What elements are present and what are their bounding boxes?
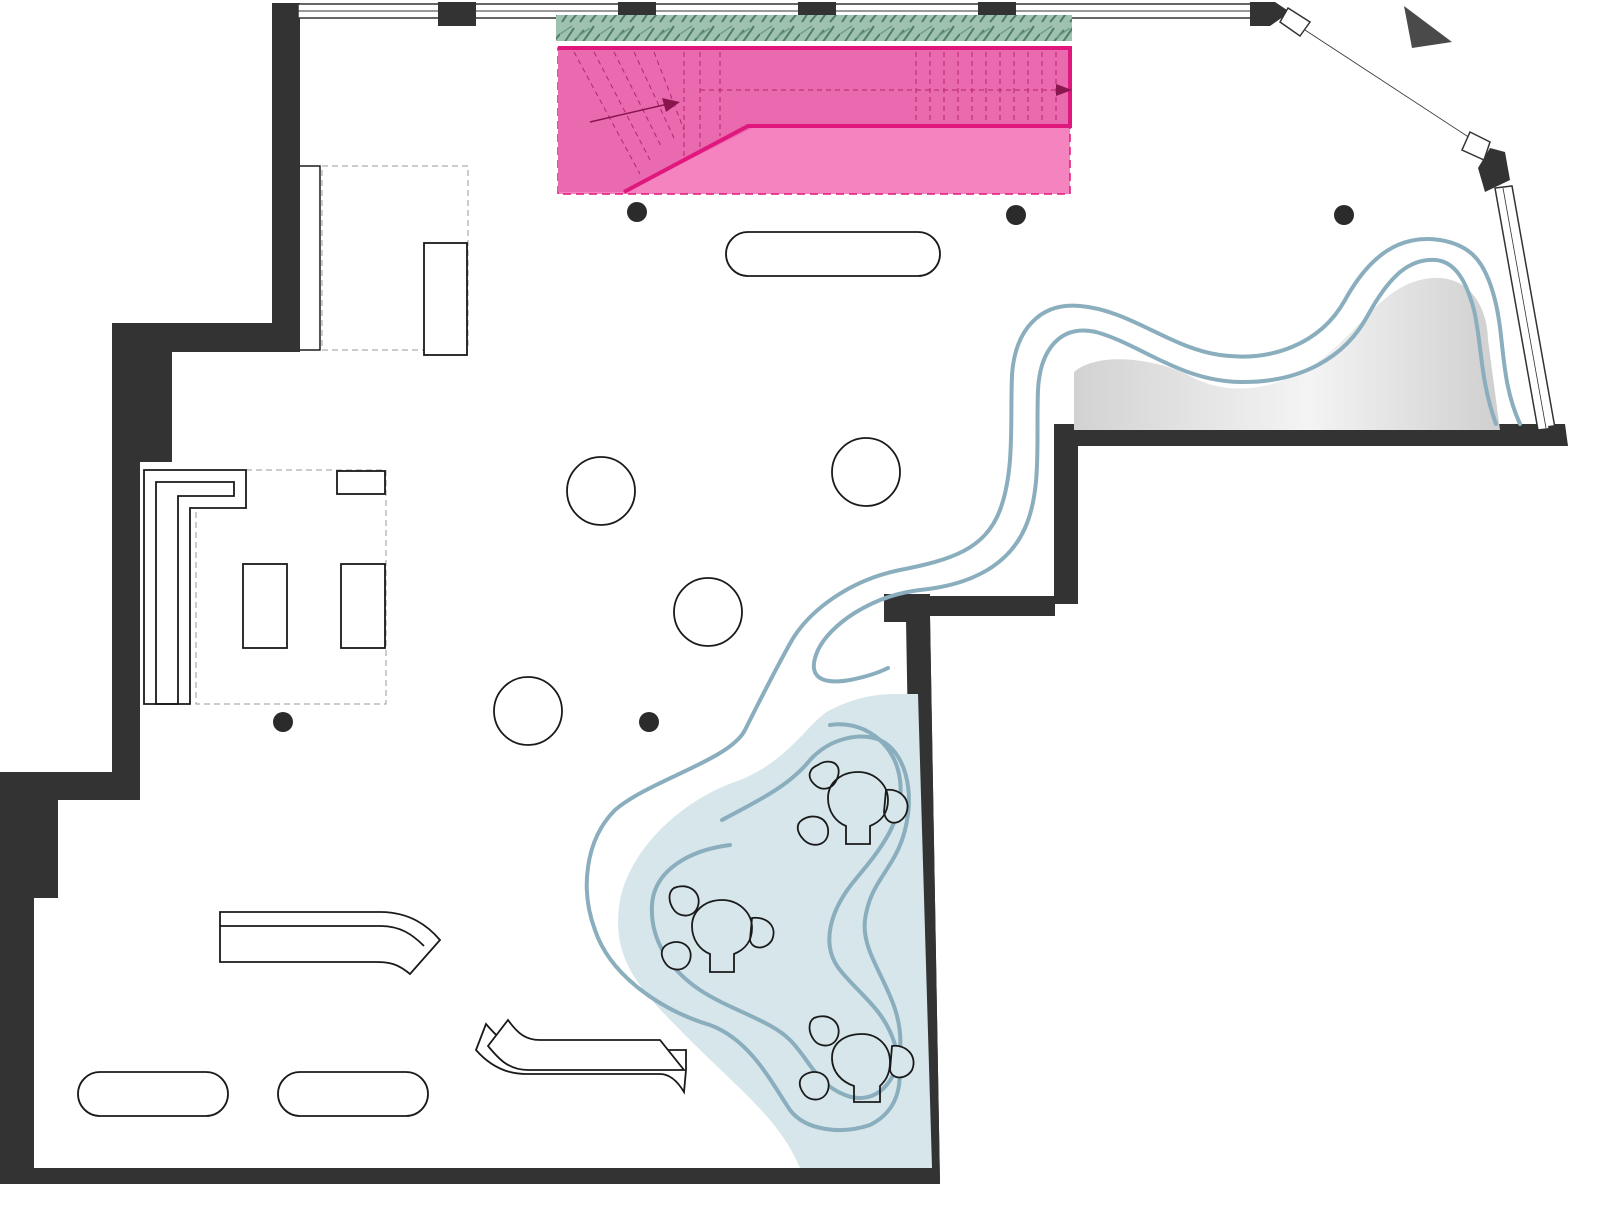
service-counter <box>143 469 387 705</box>
chair <box>749 916 775 949</box>
chair <box>883 788 909 824</box>
chair <box>808 1015 840 1047</box>
round-table <box>827 771 889 845</box>
round-table <box>493 676 563 746</box>
stair <box>557 46 1072 195</box>
round-table <box>673 577 743 647</box>
round-table <box>691 899 753 973</box>
mullion <box>438 2 476 26</box>
column <box>627 202 647 222</box>
bench <box>277 1071 429 1117</box>
round-table <box>566 456 636 526</box>
north-arrow-icon <box>1404 6 1452 48</box>
arrow-icon <box>589 98 680 123</box>
wall-outline <box>300 165 321 351</box>
curved-sofa <box>220 925 425 947</box>
angled-glazing <box>1279 6 1568 446</box>
chair <box>796 815 829 846</box>
chair <box>798 1071 830 1101</box>
chair <box>668 885 700 917</box>
chair <box>660 941 692 971</box>
chair <box>889 1044 915 1079</box>
planter-strip <box>556 15 1072 41</box>
curved-sofa <box>219 911 442 976</box>
chair <box>808 760 840 790</box>
round-table <box>831 437 901 507</box>
lower-seating <box>77 911 687 1117</box>
bench <box>77 1071 229 1117</box>
bench <box>725 231 941 277</box>
wall-segment <box>1054 424 1568 604</box>
column <box>1006 205 1026 225</box>
column <box>1334 205 1354 225</box>
mullion <box>1250 2 1290 26</box>
column <box>639 712 659 732</box>
curved-sofa <box>486 1018 686 1071</box>
pond <box>618 694 932 1168</box>
pool <box>1074 277 1500 430</box>
round-table <box>831 1033 891 1103</box>
pit-seating <box>660 760 915 1103</box>
column <box>273 712 293 732</box>
arrow-icon <box>1056 84 1072 96</box>
kiosk <box>321 165 469 356</box>
